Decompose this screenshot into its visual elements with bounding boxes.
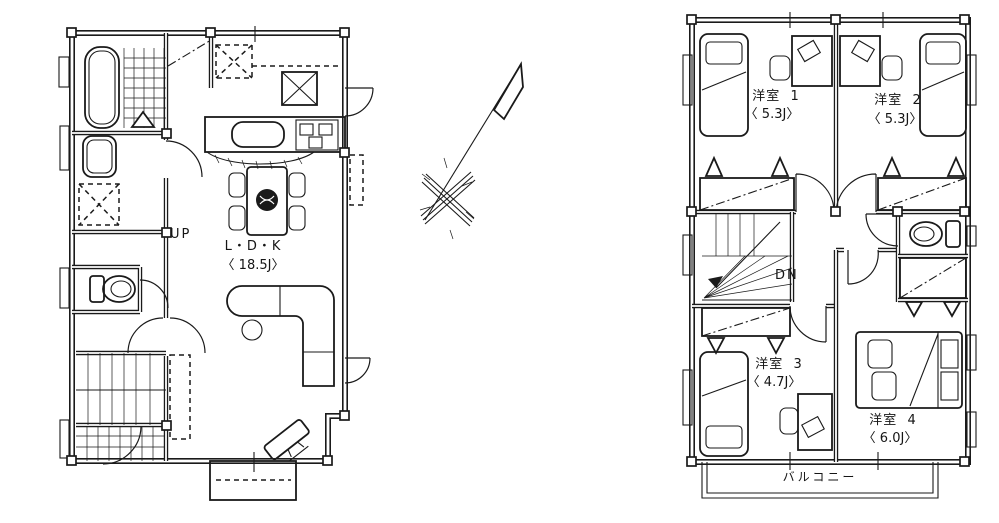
toilet-icon bbox=[89, 275, 136, 303]
north-arrow-star bbox=[419, 157, 476, 240]
entrance-genkan bbox=[76, 426, 164, 465]
balcony-label: バルコニー bbox=[782, 470, 858, 484]
1f-pillars bbox=[66, 27, 350, 466]
dining-table bbox=[228, 166, 306, 236]
desk-icon bbox=[839, 35, 903, 87]
bathroom bbox=[84, 46, 166, 129]
terrace bbox=[209, 452, 297, 501]
floor-plan-1f bbox=[58, 26, 374, 501]
bed-icon bbox=[699, 351, 749, 457]
bath-door-icon bbox=[130, 110, 156, 128]
exterior-door-arc bbox=[344, 87, 374, 117]
bathtub-icon bbox=[84, 46, 120, 129]
tv-icon bbox=[263, 419, 310, 462]
chair-icon bbox=[288, 172, 306, 198]
cupboard-icon bbox=[281, 71, 318, 106]
hall-door-arc-left bbox=[127, 317, 164, 354]
washroom bbox=[78, 135, 120, 226]
2f-windows bbox=[682, 12, 977, 448]
exterior-door-arc bbox=[344, 357, 371, 384]
bedroom3-door-arc bbox=[789, 305, 827, 343]
closet-icon bbox=[877, 155, 967, 211]
room2-name-label: 洋室 2 bbox=[874, 93, 922, 108]
bedroom4-door-arc bbox=[847, 249, 879, 285]
2f-partitions bbox=[692, 20, 968, 462]
washroom-door-arc bbox=[165, 140, 203, 178]
desk-icon bbox=[769, 35, 833, 87]
2f-pillars bbox=[686, 14, 970, 467]
vanity-icon bbox=[82, 135, 117, 178]
chair-icon bbox=[228, 205, 246, 231]
room1-size-label: 〈 5.3J〉 bbox=[744, 107, 800, 122]
toilet-door-arc bbox=[139, 279, 169, 309]
room3-name-label: 洋室 3 bbox=[755, 357, 803, 372]
bedroom-3 bbox=[699, 305, 833, 457]
up-label: UP bbox=[170, 227, 192, 242]
balcony bbox=[701, 452, 939, 499]
chair-icon bbox=[881, 55, 903, 81]
room4-name-label: 洋室 4 bbox=[869, 413, 917, 428]
refrigerator-icon bbox=[215, 44, 253, 79]
closet-icon bbox=[899, 257, 967, 318]
eave-marker bbox=[349, 154, 364, 206]
closet-icon bbox=[699, 155, 795, 211]
bed-icon bbox=[919, 33, 967, 137]
bedroom1-door-arc bbox=[795, 173, 835, 213]
toilet-icon bbox=[909, 220, 961, 248]
sofa-icon bbox=[226, 285, 335, 387]
desk-icon bbox=[779, 393, 833, 451]
bed-icon bbox=[699, 33, 749, 137]
north-arrow-icon bbox=[419, 61, 524, 240]
ldk-room-label: L・D・K bbox=[224, 239, 282, 254]
1f-windows bbox=[58, 26, 256, 459]
bedroom-4 bbox=[847, 249, 963, 409]
hall-door-arc-right bbox=[169, 317, 206, 354]
bedroom2-door-arc bbox=[835, 173, 877, 213]
stove-icon bbox=[295, 119, 339, 151]
floor-plan-2f bbox=[682, 12, 977, 499]
staircase-2f bbox=[702, 214, 793, 301]
room3-size-label: 〈 4.7J〉 bbox=[746, 375, 802, 390]
kitchen bbox=[204, 44, 346, 170]
storage-marker bbox=[169, 354, 191, 440]
chair-icon bbox=[288, 205, 306, 231]
kitchen-counter bbox=[204, 116, 346, 170]
bedroom-2 bbox=[835, 33, 967, 213]
toilet-1f bbox=[89, 275, 169, 309]
room1-name-label: 洋室 1 bbox=[752, 89, 800, 104]
bedroom-1 bbox=[699, 33, 835, 213]
chair-icon bbox=[769, 55, 791, 81]
sink-icon bbox=[231, 121, 285, 148]
closet-icon bbox=[701, 307, 791, 355]
room4-size-label: 〈 6.0J〉 bbox=[862, 431, 918, 446]
1f-partitions bbox=[72, 33, 214, 461]
chair-icon bbox=[228, 172, 246, 198]
bath-tile-floor bbox=[123, 48, 166, 128]
overhang-marker bbox=[167, 39, 212, 67]
toilet-door-arc bbox=[865, 213, 899, 247]
double-bed-icon bbox=[855, 331, 963, 409]
ldk-size-label: 〈 18.5J〉 bbox=[221, 258, 285, 273]
entrance-door-arc bbox=[102, 426, 142, 465]
dn-label: DN bbox=[775, 268, 799, 283]
chair-icon bbox=[779, 407, 799, 435]
toilet-2f bbox=[865, 213, 961, 248]
side-table-icon bbox=[241, 319, 263, 341]
staircase-1f bbox=[76, 353, 166, 425]
washing-machine-icon bbox=[78, 183, 120, 226]
room2-size-label: 〈 5.3J〉 bbox=[867, 112, 923, 127]
